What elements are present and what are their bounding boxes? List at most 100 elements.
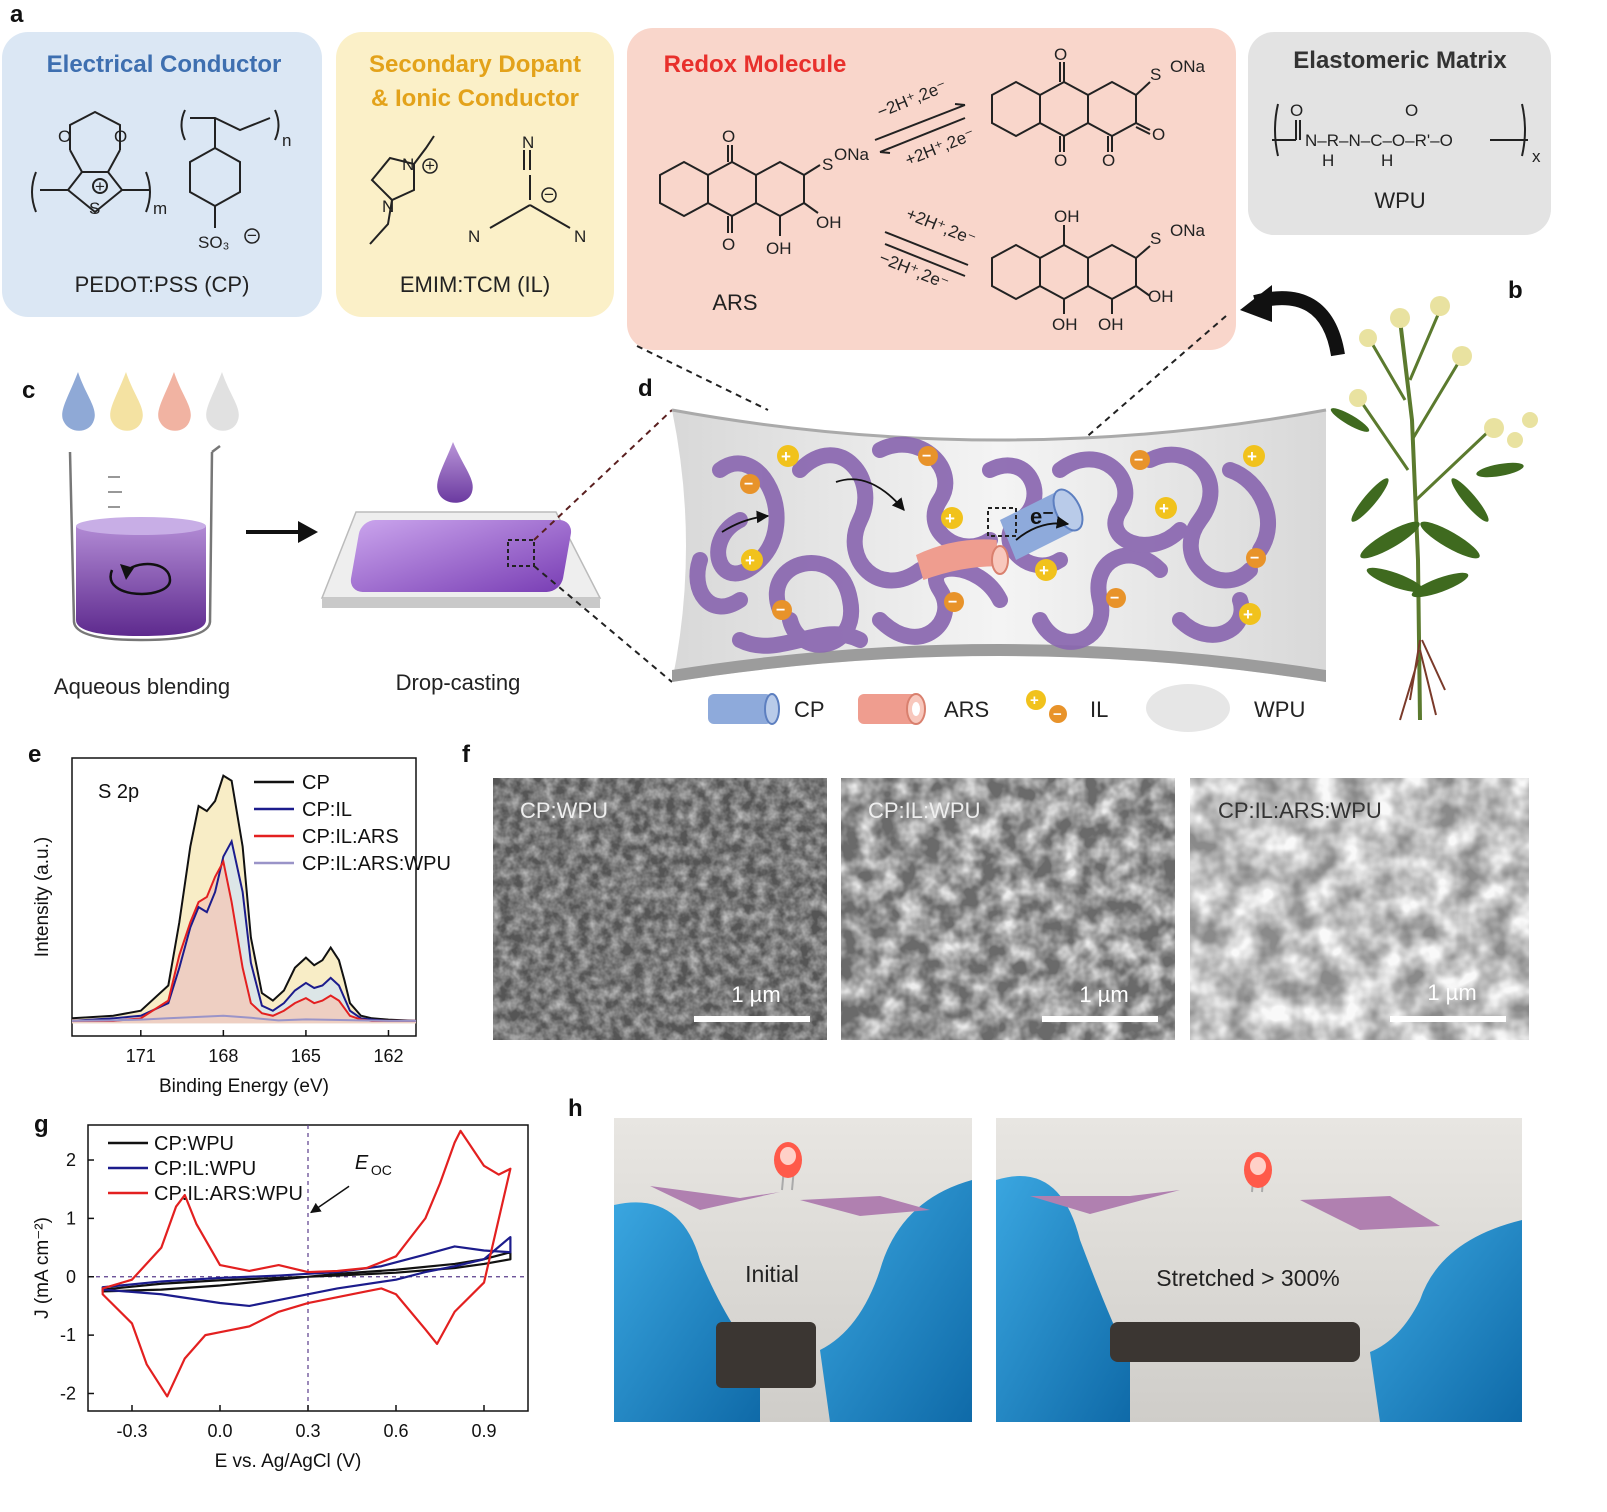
panel-label-d: d bbox=[638, 375, 653, 402]
chart-e-legend-label-1: CP:IL bbox=[302, 799, 352, 821]
legend-il-label: IL bbox=[1090, 697, 1108, 722]
ars-o-top: O bbox=[722, 127, 735, 146]
caption-drop-casting: Drop-casting bbox=[396, 670, 521, 695]
legend-wpu-swatch bbox=[1146, 684, 1230, 732]
chart-g-annotation-sub: OC bbox=[371, 1162, 392, 1178]
glass-substrate bbox=[320, 511, 602, 608]
cation-5: + bbox=[1155, 497, 1177, 519]
sem-scale-1: 1 µm bbox=[731, 982, 780, 1007]
wpu-o2: O bbox=[1405, 101, 1418, 120]
red-oh-top: OH bbox=[1054, 207, 1080, 226]
chart-g-legend-label-1: CP:IL:WPU bbox=[154, 1158, 256, 1180]
anion-4: − bbox=[944, 592, 964, 612]
cation-3: + bbox=[941, 507, 963, 529]
equilibrium-arrow-reduction bbox=[884, 231, 969, 277]
chart-g-ytick-label-0: -2 bbox=[60, 1383, 76, 1403]
chart-e-inset-label: S 2p bbox=[98, 781, 139, 803]
drop-casting-drop bbox=[437, 442, 473, 503]
wpu-x: x bbox=[1532, 147, 1541, 166]
svg-text:−: − bbox=[776, 602, 785, 619]
pss-n: n bbox=[282, 131, 291, 150]
chart-e-line-1 bbox=[71, 838, 416, 1022]
panel-label-a: a bbox=[10, 1, 24, 28]
chart-g-line-1 bbox=[101, 1235, 512, 1308]
photo-caption-stretched: Stretched > 300% bbox=[1156, 1265, 1339, 1291]
panel-label-e: e bbox=[28, 741, 41, 768]
chart-e-area-1 bbox=[72, 841, 416, 1024]
chart-g-ytick-label-4: 2 bbox=[66, 1150, 76, 1170]
caption-aqueous-blending: Aqueous blending bbox=[54, 674, 230, 699]
anion-1: − bbox=[740, 474, 760, 494]
chart-e-frame bbox=[71, 757, 417, 1037]
anion-5: − bbox=[1130, 450, 1150, 470]
chart-g-xtick-label-3: 0.6 bbox=[383, 1421, 408, 1441]
panel-a-box-conductor bbox=[2, 32, 322, 317]
zoom-box-d bbox=[987, 507, 1017, 537]
chart-e-xtick-label-2: 165 bbox=[291, 1046, 321, 1066]
anion-2: − bbox=[772, 600, 792, 620]
svg-text:−: − bbox=[948, 594, 957, 611]
ox-s: S bbox=[1150, 65, 1161, 84]
panel-label-g: g bbox=[34, 1111, 49, 1138]
cation-2: + bbox=[741, 549, 763, 571]
ars-oh-1: OH bbox=[816, 213, 842, 232]
chart-e-ylabel: Intensity (a.u.) bbox=[32, 837, 53, 957]
chart-e-xlabel: Binding Energy (eV) bbox=[159, 1076, 329, 1097]
chart-g-ytick-label-3: 1 bbox=[66, 1208, 76, 1228]
svg-text:−: − bbox=[1134, 452, 1143, 469]
red-oh-b2: OH bbox=[1098, 315, 1124, 334]
legend-ars-swatch bbox=[858, 694, 922, 724]
sem-scale-3: 1 µm bbox=[1427, 980, 1476, 1005]
sem-image-1: CP:WPU 1 µm bbox=[493, 778, 827, 1040]
chart-e-legend-label-3: CP:IL:ARS:WPU bbox=[302, 853, 451, 875]
pss-minus: − bbox=[247, 226, 257, 245]
anion-6: − bbox=[1106, 588, 1126, 608]
anion-3: − bbox=[918, 446, 938, 466]
photo-stretched: Stretched > 300% bbox=[996, 1118, 1522, 1422]
chart-g-legend-label-0: CP:WPU bbox=[154, 1133, 234, 1155]
ars-reduced-structure bbox=[991, 225, 1151, 314]
ars-s: S bbox=[822, 155, 833, 174]
ars-oh-2: OH bbox=[766, 239, 792, 258]
sem-title-2: CP:IL:WPU bbox=[868, 798, 980, 823]
charge-path-1 bbox=[721, 510, 770, 533]
sem-title-1: CP:WPU bbox=[520, 798, 608, 823]
chart-e-line-3 bbox=[71, 1014, 416, 1022]
ox-o-top: O bbox=[1054, 45, 1067, 64]
legend-cp-swatch bbox=[708, 694, 772, 724]
chart-g-ytick-label-2: 0 bbox=[66, 1267, 76, 1287]
ox-o-bottom1: O bbox=[1054, 151, 1067, 170]
legend-cp-label: CP bbox=[794, 697, 825, 722]
svg-text:+: + bbox=[945, 509, 955, 528]
curved-arrow-head bbox=[1240, 285, 1272, 322]
electron-label: e⁻ bbox=[1030, 504, 1054, 529]
red-oh-b1: OH bbox=[1052, 315, 1078, 334]
legend-ars-label: ARS bbox=[944, 697, 989, 722]
cation-4: + bbox=[1035, 559, 1057, 581]
emim-n2: N bbox=[382, 197, 394, 216]
svg-text:+: + bbox=[1159, 499, 1169, 518]
charge-path-2 bbox=[835, 478, 905, 511]
zoom-line-bottom bbox=[533, 565, 673, 683]
ars-oxidized-structure bbox=[991, 62, 1151, 152]
tcm-minus: − bbox=[544, 185, 554, 204]
red-oh-right: OH bbox=[1148, 287, 1174, 306]
chart-e-xtick-label-1: 168 bbox=[208, 1046, 238, 1066]
chart-g-ytick-label-1: -1 bbox=[60, 1325, 76, 1345]
caption-emim-tcm: EMIM:TCM (IL) bbox=[400, 272, 550, 297]
ars-molecule bbox=[916, 539, 1009, 581]
equilibrium-arrow-oxidation bbox=[874, 103, 966, 154]
chart-g-annotation-arrow bbox=[310, 1185, 350, 1214]
panel-a-box-redox bbox=[627, 28, 1236, 350]
chart-e-legend-label-0: CP bbox=[302, 772, 330, 794]
svg-text:+: + bbox=[1039, 561, 1049, 580]
tcm-n-top: N bbox=[522, 133, 534, 152]
svg-text:−: − bbox=[1110, 590, 1119, 607]
color-drops bbox=[62, 372, 239, 431]
photo-caption-initial: Initial bbox=[745, 1261, 799, 1287]
chart-g-line-2 bbox=[101, 1129, 512, 1398]
pss-so3: SO₃ bbox=[198, 233, 230, 252]
sem-scale-2: 1 µm bbox=[1079, 982, 1128, 1007]
